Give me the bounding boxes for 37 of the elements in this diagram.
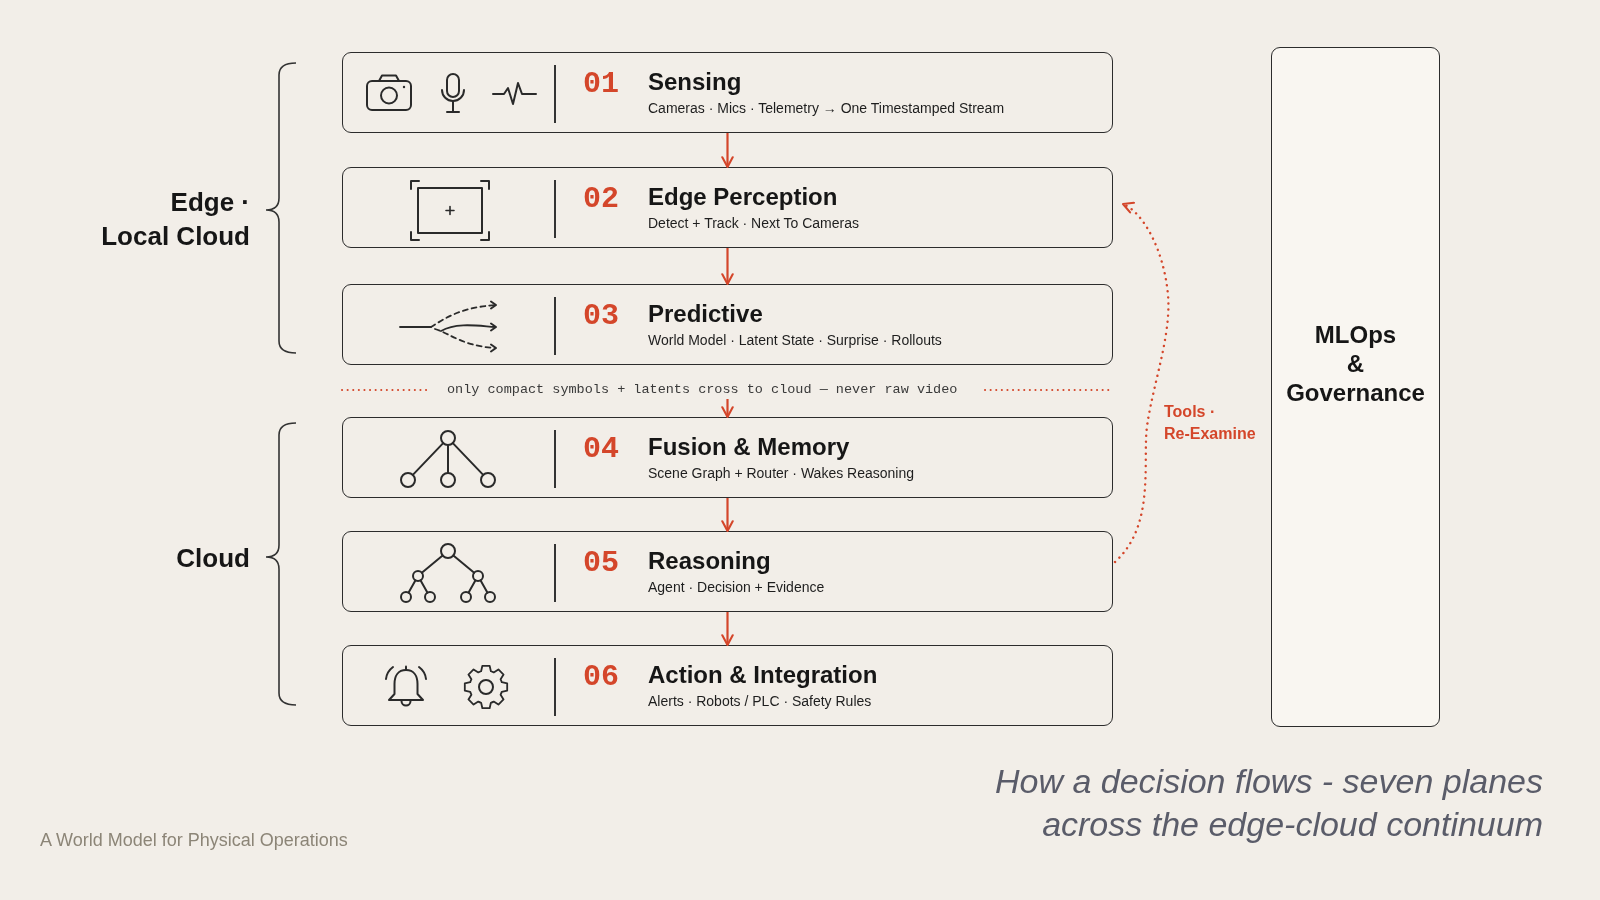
arrow — [721, 133, 734, 169]
arrow — [721, 399, 734, 419]
stage-description: Detect + Track · Next To Cameras — [648, 215, 859, 232]
tier-label: Edge · Local Cloud — [100, 186, 250, 253]
arrow — [721, 612, 734, 647]
stage-box — [342, 531, 1113, 612]
stage-box — [342, 167, 1113, 248]
stage-description: Alerts · Robots / PLC · Safety Rules — [648, 693, 872, 710]
stage-title: Reasoning — [648, 547, 771, 575]
caption: How a decision flows - seven planes across the edge-cloud continuum — [993, 761, 1543, 845]
stage-description: Agent · Decision + Evidence — [648, 579, 825, 596]
tier-label: Cloud — [175, 542, 250, 575]
step-number: 06 — [583, 659, 619, 695]
step-number: 03 — [583, 298, 619, 334]
arrow — [721, 498, 734, 533]
stage-title: Sensing — [648, 68, 742, 96]
step-number: 02 — [583, 181, 619, 217]
boundary-note: only compact symbols + latents cross to cloud — never raw video — [447, 381, 958, 399]
stage-box — [342, 284, 1113, 365]
dotted-arrow — [1113, 202, 1170, 564]
stage-title: Edge Perception — [648, 183, 838, 211]
stage-box — [342, 417, 1113, 498]
footer-text: A World Model for Physical Operations — [40, 829, 348, 851]
panel-title: MLOps & Governance — [1285, 320, 1426, 407]
step-number: 04 — [583, 431, 619, 467]
step-number: 05 — [583, 545, 619, 581]
stage-box — [342, 645, 1113, 726]
side-panel — [1271, 47, 1440, 727]
stage-title: Action & Integration — [648, 661, 878, 689]
stage-description: Cameras · Mics · Telemetry → One Timestamped Stream — [648, 100, 1005, 117]
stage-title: Predictive — [648, 300, 763, 328]
arrow — [721, 248, 734, 286]
stage-box — [342, 52, 1113, 133]
stage-description: World Model · Latent State · Surprise · Rollouts — [648, 332, 942, 349]
step-number: 01 — [583, 66, 619, 102]
stage-description: Scene Graph + Router · Wakes Reasoning — [648, 465, 914, 482]
stage-title: Fusion & Memory — [648, 433, 850, 461]
